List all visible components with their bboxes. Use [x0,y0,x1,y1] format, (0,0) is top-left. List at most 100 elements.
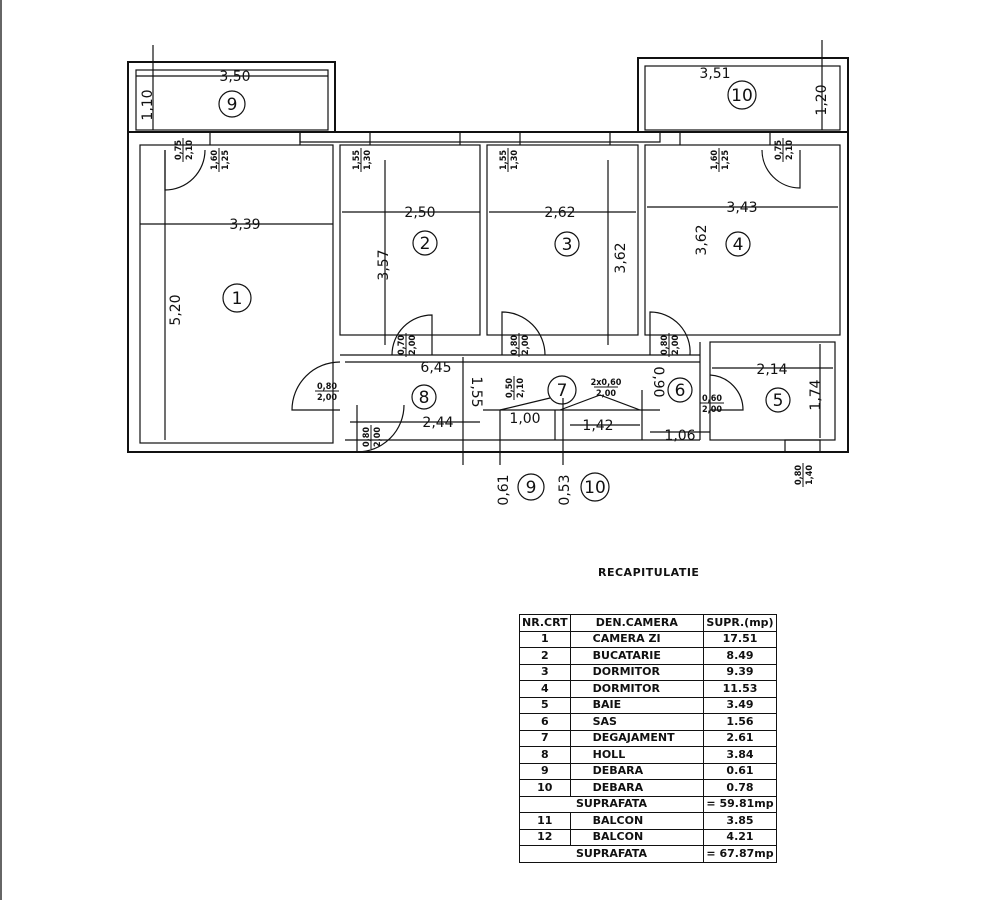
opening-height: 2,00 [408,335,418,355]
opening-width: 0,60 [702,394,722,404]
opening-height: 1,25 [221,150,231,170]
room-number-2: 2 [420,234,431,254]
page-edge-left [0,0,2,900]
name-cell: DORMITOR [569,663,705,681]
room-number-3: 3 [562,235,573,255]
opening-height: 1,30 [510,150,520,170]
nr-cell: 7 [519,729,571,747]
opening-height: 1,40 [805,465,815,485]
opening-width: 0,80 [794,465,804,485]
area-cell: 3.84 [703,746,777,764]
dim-bath-length: 1,74 [808,379,824,410]
room-1 [139,144,334,444]
opening-width: 0,80 [317,382,337,392]
nr-cell: 10 [519,779,571,797]
name-cell: BUCATARIE [569,647,705,665]
subtotal-row: SUPRAFATA= 59.81mp [519,795,777,813]
name-cell: DORMITOR [569,680,705,698]
area-cell: 9.39 [703,663,777,681]
opening-height: 2,00 [702,405,722,415]
opening-height: 2,00 [671,335,681,355]
opening-label: 2x0,602,00 [591,378,622,399]
nr-cell: 1 [519,630,571,648]
total-value: = 67.87mp [703,845,777,863]
opening-width: 1,60 [210,150,220,170]
name-cell: BAIE [569,696,705,714]
opening-width: 1,60 [710,150,720,170]
opening-width: 0,70 [397,335,407,355]
room-number-5: 5 [773,391,784,411]
area-cell: 4.21 [703,828,777,846]
room-number-1: 1 [232,289,243,309]
room-number-10-closet: 10 [584,478,606,498]
dim-room2-length: 3,57 [376,249,392,280]
balcony-9-inner [135,69,329,131]
room-3 [486,144,639,336]
dimension-lines [136,40,838,465]
windows [209,132,821,453]
name-cell: CAMERA ZI [569,630,705,648]
name-cell: SAS [569,713,705,731]
area-cell: 8.49 [703,647,777,665]
dim-hall-length: 6,45 [420,360,451,376]
nr-cell: 3 [519,663,571,681]
nr-cell: 11 [519,812,571,830]
total-label: SUPRAFATA [519,845,704,863]
area-cell: 0.78 [703,779,777,797]
room-number-markers: 1 2 3 4 5 6 7 8 9 10 9 10 [218,80,791,502]
dim-balcony10-width: 3,51 [699,66,730,82]
room-number-7: 7 [557,381,568,401]
name-cell: DEBARA [569,762,705,780]
opening-width: 1,55 [499,150,509,170]
dim-room1-width: 3,39 [229,217,260,233]
opening-height: 2,00 [596,389,616,399]
name-cell: BALCON [569,828,705,846]
nr-cell: 8 [519,746,571,764]
dim-balcony10-depth: 1,20 [814,84,830,115]
name-cell: DEN.CAMERA [569,614,705,632]
room-4 [644,144,841,336]
dim-hall-width: 2,44 [422,415,453,431]
nr-cell: NR.CRT [519,614,571,632]
opening-width: 0,80 [510,335,520,355]
nr-cell: 4 [519,680,571,698]
floor-plan: 1 2 3 4 5 6 7 8 9 10 9 10 3,50 1,10 3,51… [127,40,849,506]
opening-height: 2,10 [785,140,795,160]
dim-room4-length: 3,62 [694,224,710,255]
opening-height: 2,10 [185,140,195,160]
dim-balcony9-depth: 1,10 [140,89,156,120]
name-cell: DEBARA [569,779,705,797]
area-cell: 1.56 [703,713,777,731]
opening-label: 0,802,00 [315,382,339,403]
opening-height: 2,10 [516,378,526,398]
opening-width: 0,50 [505,378,515,398]
dim-balcony9-width: 3,50 [219,69,250,85]
dim-sas-depth: 0,90 [650,366,666,397]
room-number-10-balcony: 10 [731,86,753,106]
opening-height: 2,00 [521,335,531,355]
opening-width: 0,80 [660,335,670,355]
nr-cell: 5 [519,696,571,714]
name-cell: DEGAJAMENT [569,729,705,747]
area-cell: 17.51 [703,630,777,648]
nr-cell: 12 [519,828,571,846]
balcony-10-inner [644,65,841,131]
dim-closet9-depth: 0,61 [496,474,512,505]
room-number-6: 6 [675,381,686,401]
room-number-8: 8 [419,388,430,408]
nr-cell: 9 [519,762,571,780]
